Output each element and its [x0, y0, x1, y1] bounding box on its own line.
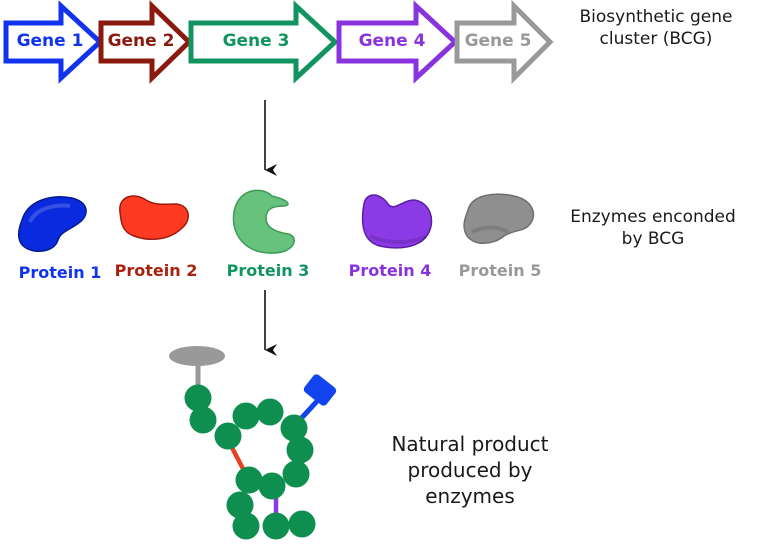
- protein-5-label: Protein 5: [458, 261, 542, 280]
- gene-5-label: Gene 5: [464, 31, 532, 51]
- gene-2-label: Gene 2: [107, 31, 175, 51]
- natural-product-molecule: [169, 346, 337, 540]
- gene-4-arrow: [336, 0, 459, 84]
- gene-5-arrow: [454, 0, 554, 85]
- bead-12: [232, 512, 260, 540]
- natural-product-caption: Natural product produced by enzymes: [360, 431, 580, 509]
- bead-10: [235, 466, 263, 494]
- protein-2-label: Protein 2: [114, 261, 198, 280]
- bead-7: [286, 436, 314, 464]
- bead-13: [262, 512, 290, 540]
- protein-4-shape: [361, 194, 433, 249]
- gene-1-arrow: [3, 0, 104, 84]
- bead-4: [232, 402, 260, 430]
- natural-product-caption-line-3: enzymes: [425, 484, 515, 508]
- grey-cap: [169, 346, 225, 366]
- bead-3: [214, 422, 242, 450]
- gene-4-label: Gene 4: [358, 31, 426, 51]
- protein-1-shape: [18, 196, 87, 253]
- protein-3-shape: [232, 189, 295, 254]
- bead-14: [288, 510, 316, 538]
- bead-8: [282, 460, 310, 488]
- protein-5-shape: [463, 193, 535, 244]
- protein-4-label: Protein 4: [348, 261, 432, 280]
- bead-1: [184, 384, 212, 412]
- enzymes-caption-line-1: Enzymes enconded: [570, 207, 736, 227]
- protein-5-shade: [471, 225, 510, 234]
- bcg-caption-line-2: cluster (BCG): [599, 29, 713, 49]
- enzymes-caption-line-2: by BCG: [621, 229, 685, 249]
- gene-2-arrow: [98, 0, 193, 84]
- gene-3-label: Gene 3: [222, 31, 290, 51]
- protein-4-shade: [369, 234, 427, 244]
- gene-1-label: Gene 1: [16, 31, 84, 51]
- gene-3-arrow: [188, 0, 339, 84]
- enzymes-caption: Enzymes enconded by BCG: [548, 206, 758, 250]
- gene-cluster: [3, 0, 554, 85]
- bead-5: [256, 398, 284, 426]
- blue-tag: [303, 374, 337, 406]
- natural-product-caption-line-2: produced by: [407, 458, 533, 482]
- natural-product-caption-line-1: Natural product: [391, 432, 549, 456]
- bead-6: [280, 414, 308, 442]
- protein-3-label: Protein 3: [226, 261, 310, 280]
- beads: [184, 384, 316, 540]
- bead-11: [226, 491, 254, 519]
- bead-2: [189, 406, 217, 434]
- bcg-caption: Biosynthetic gene cluster (BCG): [556, 6, 756, 50]
- bead-9: [258, 472, 286, 500]
- protein-1-highlight: [28, 203, 71, 223]
- proteins: [18, 189, 535, 254]
- protein-1-label: Protein 1: [18, 263, 102, 282]
- bcg-caption-line-1: Biosynthetic gene: [579, 7, 733, 27]
- protein-2-shape: [119, 195, 189, 241]
